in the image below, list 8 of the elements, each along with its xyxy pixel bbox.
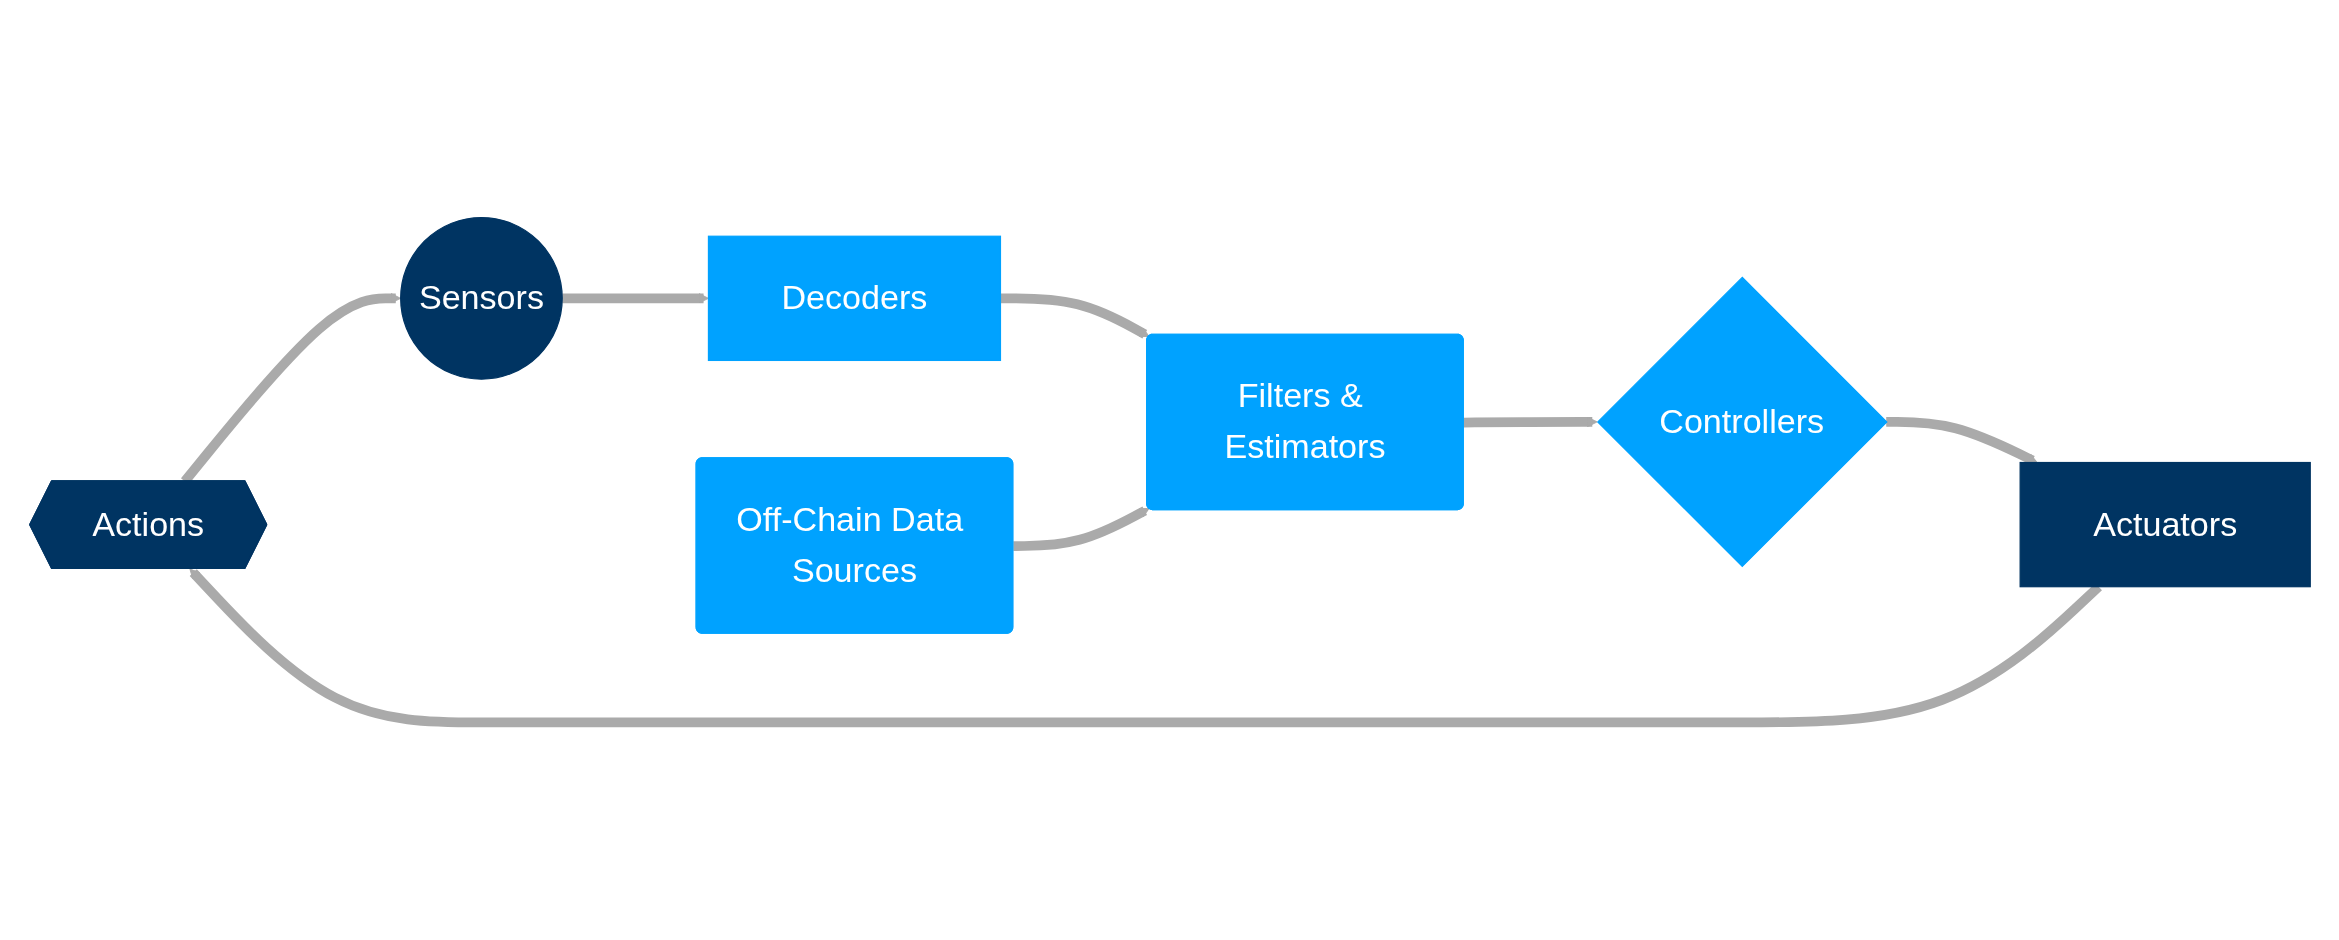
arrow	[1463, 416, 1598, 428]
arrow	[188, 568, 2102, 728]
node-box: Actuators	[2019, 461, 2311, 588]
arrow	[1012, 506, 1150, 551]
arrow	[999, 293, 1150, 339]
node-diamond: Controllers	[1596, 276, 1888, 568]
node-circle: Sensors	[399, 216, 563, 380]
node-box: Decoders	[707, 235, 1001, 362]
